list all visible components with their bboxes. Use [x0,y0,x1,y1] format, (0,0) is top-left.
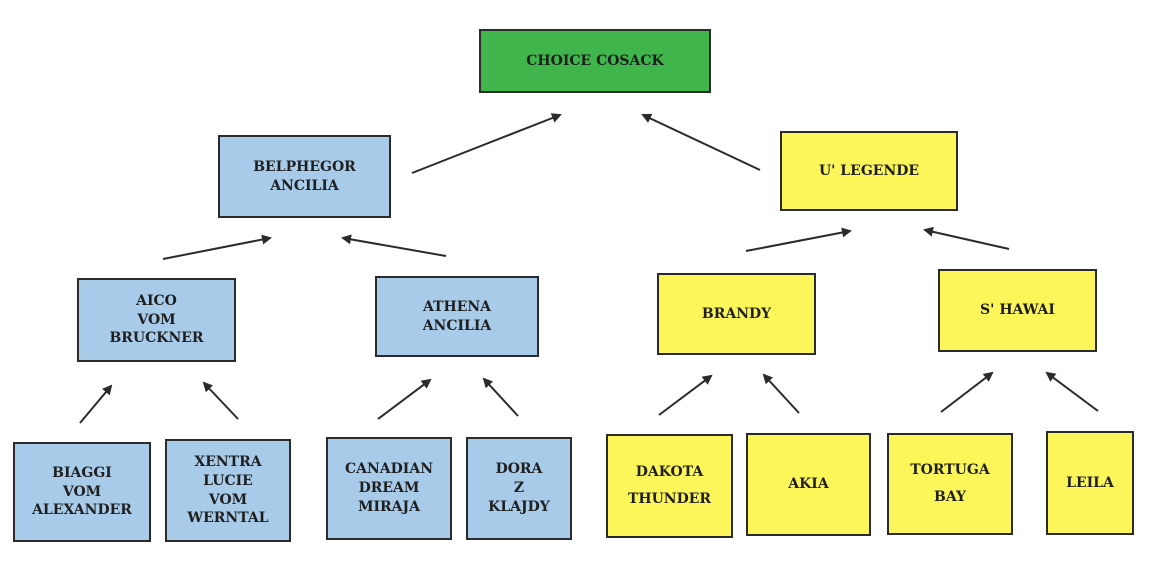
node-athena-ancilia: ATHENA ANCILIA [375,276,539,357]
node-choice-cosack: CHOICE COSACK [479,29,711,93]
arrow-xentra-to-aico [202,381,239,420]
node-label: S' HAWAI [980,302,1055,319]
node-label: TORTUGA [910,462,990,479]
node-canadian-dream-miraja: CANADIAN DREAM MIRAJA [326,437,452,540]
arrow-canadian-to-athena [377,378,432,420]
node-label: THUNDER [627,491,712,507]
node-s-hawai: S' HAWAI [938,269,1097,352]
node-label: VOM [62,483,102,500]
node-label: VOM [137,311,176,328]
arrow-belphegor-to-choice [411,113,562,174]
arrow-brandy-to-ulegende [745,227,852,252]
node-u-legende: U' LEGENDE [780,131,958,211]
arrow-dakota-to-brandy [658,374,713,416]
node-label: WERNTAL [187,510,269,527]
node-tortuga-bay: TORTUGA BAY [887,433,1013,535]
arrow-shawai-to-ulegende [923,226,1010,250]
arrow-leila-to-shawai [1045,371,1099,412]
node-biaggi-vom-alexander: BIAGGI VOM ALEXANDER [13,442,151,542]
node-label: ANCILIA [422,317,492,334]
node-label: Z [513,480,525,497]
node-label: LUCIE [203,472,253,489]
node-label: ATHENA [422,298,492,315]
node-label: BIAGGI [52,464,112,481]
node-dakota-thunder: DAKOTA THUNDER [606,434,733,538]
node-label: XENTRA [194,453,262,470]
arrow-dora-to-athena [482,377,519,417]
node-brandy: BRANDY [657,273,816,355]
node-label: BAY [933,489,966,505]
arrow-aico-to-belphegor [162,234,272,260]
node-label: LEILA [1066,474,1114,491]
arrow-tortuga-to-shawai [940,371,994,413]
node-label: BRUCKNER [109,330,204,347]
node-label: CHOICE COSACK [526,52,664,69]
arrow-akia-to-brandy [762,373,800,414]
node-label: AKIA [788,476,829,493]
node-label: DORA [495,461,543,478]
node-label: MIRAJA [357,498,420,515]
node-xentra-lucie-vom-werntal: XENTRA LUCIE VOM WERNTAL [165,439,291,542]
node-label: DREAM [358,480,420,497]
node-dora-z-klajdy: DORA Z KLAJDY [466,437,572,540]
node-label: BELPHEGOR [253,158,356,175]
node-label: DAKOTA [635,464,704,481]
node-label: U' LEGENDE [818,162,920,179]
node-label: ALEXANDER [32,502,132,519]
arrow-ulegende-to-choice [641,113,761,171]
node-label: KLAJDY [488,498,550,515]
node-leila: LEILA [1046,431,1134,535]
node-aico-vom-bruckner: AICO VOM BRUCKNER [77,278,236,362]
node-label: ANCILIA [270,177,339,194]
node-akia: AKIA [746,433,871,536]
node-label: VOM [208,491,248,508]
node-label: BRANDY [701,305,772,322]
node-belphegor-ancilia: BELPHEGOR ANCILIA [218,135,391,218]
arrow-athena-to-belphegor [341,234,447,257]
node-label: CANADIAN [344,461,433,478]
node-label: AICO [136,292,177,309]
arrow-biaggi-to-aico [79,384,113,424]
